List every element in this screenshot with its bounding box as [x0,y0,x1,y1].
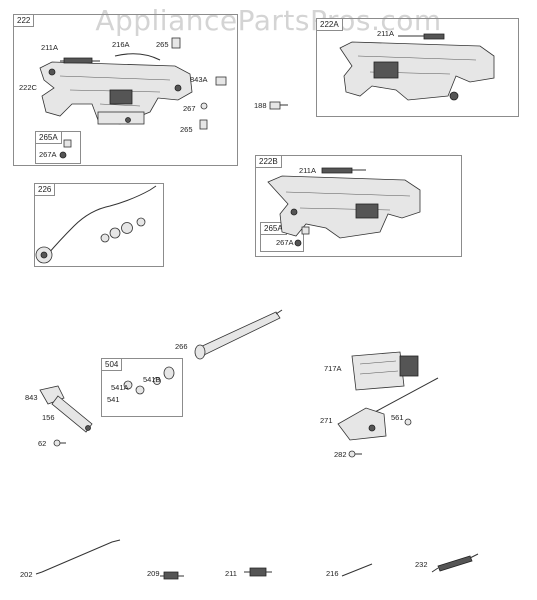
box-tag-222A: 222A [316,18,343,31]
label-541B: 541B [143,375,161,384]
label-211A-b: 211A [377,29,394,38]
label-209: 209 [147,569,160,578]
assembly-box-222: 222 [13,14,238,166]
label-267A-a: 267A [39,150,57,159]
box-tag-222B: 222B [255,155,282,168]
plate-843A [215,76,227,86]
assembly-box-504: 504 [101,358,183,417]
label-265-top: 265 [156,40,169,49]
label-156: 156 [42,413,55,422]
label-216: 216 [326,569,339,578]
label-271: 271 [320,416,333,425]
throttle-cable-271 [337,377,439,441]
nut-267A-a [59,151,67,159]
box-tag-504: 504 [101,358,123,371]
screw-282 [348,450,362,458]
screw-188 [269,101,288,110]
label-188: 188 [254,101,267,110]
assembly-box-222A: 222A [316,18,519,117]
control-bracket-222C [39,61,193,125]
label-843A: 843A [190,75,208,84]
screw-62 [53,439,66,447]
link-216A [114,53,161,61]
label-211A-c: 211A [299,166,316,175]
label-211: 211 [225,569,237,578]
assembly-box-222B: 222B [255,155,462,257]
label-232: 232 [415,560,428,569]
label-222C: 222C [19,83,37,92]
control-bracket-222A [339,33,495,101]
spring-209 [160,571,184,580]
label-282: 282 [334,450,347,459]
label-202: 202 [20,570,33,579]
label-267: 267 [183,104,196,113]
clip-265-top [171,37,181,49]
rod-202 [35,539,121,575]
label-843: 843 [25,393,38,402]
link-216 [341,563,373,577]
choke-cable-226 [35,185,157,264]
spring-232 [431,553,479,573]
label-717A: 717A [324,364,342,373]
label-265-mid: 265 [180,125,193,134]
label-62: 62 [38,439,47,448]
screw-267 [200,102,208,110]
box-tag-222: 222 [13,14,35,27]
label-541: 541 [107,395,120,404]
spring-211A-a [60,57,100,64]
label-267A-b: 267A [276,238,294,247]
clip-265A-a [63,139,72,148]
shaft-266 [194,309,283,360]
clip-265-mid [199,119,208,130]
control-bracket-222B [267,167,421,247]
spring-211 [244,567,272,577]
assembly-box-226: 226 [34,183,164,267]
box-tag-265A: 265A [35,131,62,144]
label-266: 266 [175,342,188,351]
nut-561 [404,418,412,426]
lever-156 [51,395,93,433]
label-211A-a: 211A [41,43,58,52]
box-tag-226: 226 [34,183,56,196]
label-561: 561 [391,413,404,422]
watermark: AppliancePartsPros.com [95,4,442,37]
label-541A: 541A [111,383,129,392]
label-216A: 216A [112,40,130,49]
kit-504-parts [123,366,175,395]
control-717A [351,351,419,391]
assembly-box-265A: 265A [35,131,81,164]
